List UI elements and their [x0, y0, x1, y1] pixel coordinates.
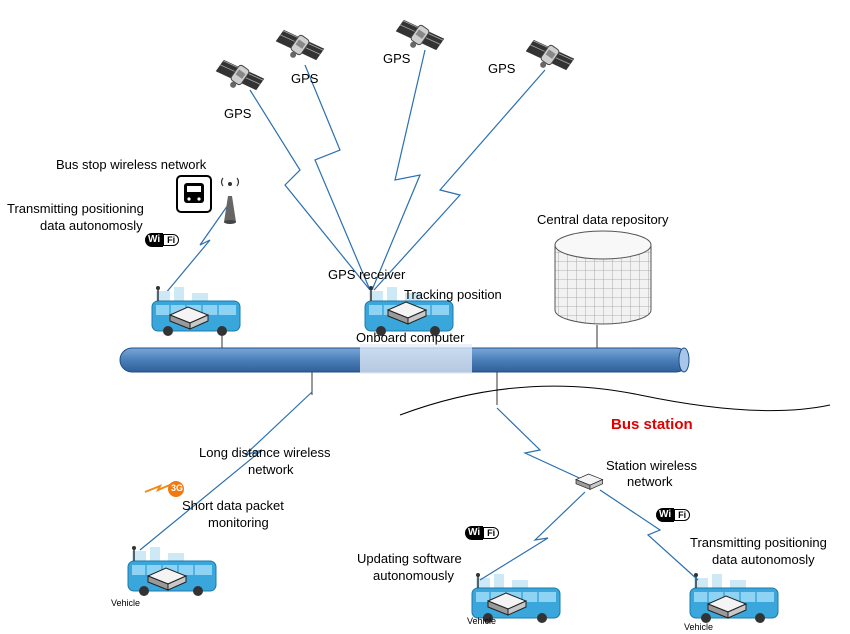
vehicle-label-left: Vehicle	[111, 598, 141, 608]
short-data-line1: Short data packet	[182, 498, 284, 513]
vehicle-label-right: Vehicle	[684, 622, 714, 632]
transmitting-bottom-line2: data autonomosly	[712, 552, 815, 567]
bus-stop-network-label: Bus stop wireless network	[56, 157, 207, 172]
transmitting-bottom-line1: Transmitting positioning	[690, 535, 827, 550]
gps-satellite-2	[272, 22, 325, 71]
bus-stop-sign-icon	[176, 175, 212, 213]
station-wireless-line2: network	[627, 474, 673, 489]
station-uplink	[496, 407, 589, 483]
vehicle-label-middle: Vehicle	[467, 616, 497, 626]
gps-label-2: GPS	[291, 71, 319, 86]
transmitting-top-line2: data autonomosly	[40, 218, 143, 233]
3g-icon	[144, 481, 184, 497]
updating-line1: Updating software	[357, 551, 462, 566]
onboard-computer-label: Onboard computer	[356, 330, 465, 345]
bus-station-label: Bus station	[611, 416, 693, 433]
bus-stop-link	[159, 204, 229, 301]
station-device-icon	[575, 473, 603, 490]
gps-label-4: GPS	[488, 61, 516, 76]
central-repo-label: Central data repository	[537, 212, 669, 227]
backbone-connectors	[221, 325, 598, 405]
tracking-position-label: Tracking position	[404, 287, 502, 302]
gps-signal-links	[249, 49, 546, 291]
long-distance-link	[139, 391, 313, 551]
gps-satellite-1	[212, 52, 265, 101]
3g-badge-label: 3G	[171, 483, 184, 493]
gps-receiver-label: GPS receiver	[328, 267, 406, 282]
network-backbone	[119, 344, 690, 374]
updating-line2: autonomously	[373, 568, 454, 583]
gps-satellite-4	[522, 32, 575, 81]
station-wireless-line1: Station wireless	[606, 458, 698, 473]
bus-station-boundary	[399, 385, 831, 416]
long-distance-line2: network	[248, 462, 294, 477]
station-links	[479, 489, 699, 581]
long-distance-line1: Long distance wireless	[199, 445, 331, 460]
short-data-line2: monitoring	[208, 515, 269, 530]
central-repository-icon	[554, 230, 652, 325]
antenna-icon	[220, 177, 240, 224]
transmitting-top-line1: Transmitting positioning	[7, 201, 144, 216]
gps-label-1: GPS	[224, 106, 252, 121]
gps-label-3: GPS	[383, 51, 411, 66]
